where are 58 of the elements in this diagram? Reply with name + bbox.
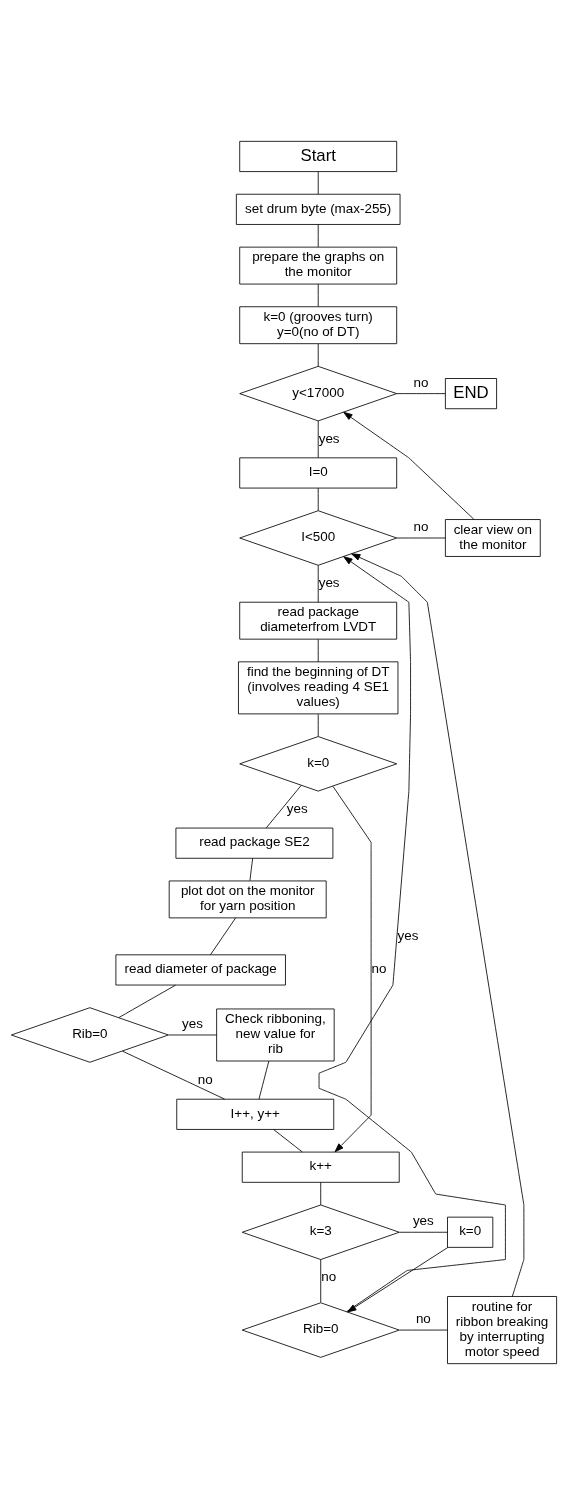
connector [273, 1129, 303, 1153]
arrow [332, 785, 372, 1153]
node-box: set drum byte (max-255) [235, 193, 401, 225]
edge-label: no [321, 1269, 337, 1285]
edge-label: no [413, 374, 429, 390]
connector [210, 917, 236, 956]
connector [398, 1231, 448, 1233]
connector [317, 639, 319, 663]
edge-label: yes [318, 430, 340, 446]
connector [396, 537, 446, 539]
node-box: routine for ribbon breaking by interrupting motor speed [447, 1296, 558, 1365]
node-box: I++, y++ [176, 1098, 335, 1130]
arrow [351, 553, 525, 1297]
connector [317, 224, 319, 248]
node-box: END [444, 378, 498, 410]
connector [320, 1182, 322, 1206]
edge-label: yes [182, 1016, 203, 1032]
connector [317, 420, 319, 459]
node-box: prepare the graphs on the monitor [239, 246, 398, 285]
edge-label: no [415, 1311, 431, 1327]
node-box: k=0 [447, 1216, 494, 1248]
node-box: read package SE2 [175, 827, 334, 859]
connector [122, 1050, 225, 1100]
node-box: clear view on the monitor [444, 519, 541, 557]
node-box: find the beginning of DT (involves reading 4 SE1 values) [238, 661, 399, 715]
node-box: Start [239, 140, 398, 172]
connector [396, 393, 446, 395]
edge-label: yes [286, 800, 308, 816]
connector [317, 283, 319, 307]
edge-label: yes [397, 927, 419, 943]
edge-label: no [413, 519, 429, 535]
connector [265, 785, 302, 829]
edge-label: yes [412, 1213, 434, 1229]
node-box: Check ribboning, new value for rib [216, 1008, 335, 1062]
edge-label: no [371, 961, 387, 977]
connector [317, 343, 319, 367]
connector [317, 171, 319, 195]
edge-label: no [197, 1071, 213, 1087]
connector [168, 1034, 217, 1036]
connector [320, 1259, 322, 1303]
arrow [343, 411, 475, 520]
node-box: read diameter of package [115, 954, 286, 986]
connector [317, 487, 319, 512]
node-box: I=0 [239, 457, 398, 489]
connector [399, 1329, 448, 1331]
node-diamond: k=3 [241, 1204, 400, 1260]
node-box: read package diameterfrom LVDT [239, 601, 398, 640]
connector [317, 713, 319, 737]
node-box: plot dot on the monitor for yarn position [168, 880, 327, 919]
node-box: k=0 (grooves turn) y=0(no of DT) [239, 306, 398, 345]
edge-label: yes [318, 574, 340, 590]
connector [258, 1060, 270, 1100]
node-diamond: Rib=0 [10, 1007, 169, 1063]
connector [118, 984, 176, 1018]
node-diamond: k=0 [239, 736, 398, 792]
node-box: k++ [241, 1151, 400, 1183]
connector [317, 564, 319, 603]
connector [249, 857, 254, 882]
